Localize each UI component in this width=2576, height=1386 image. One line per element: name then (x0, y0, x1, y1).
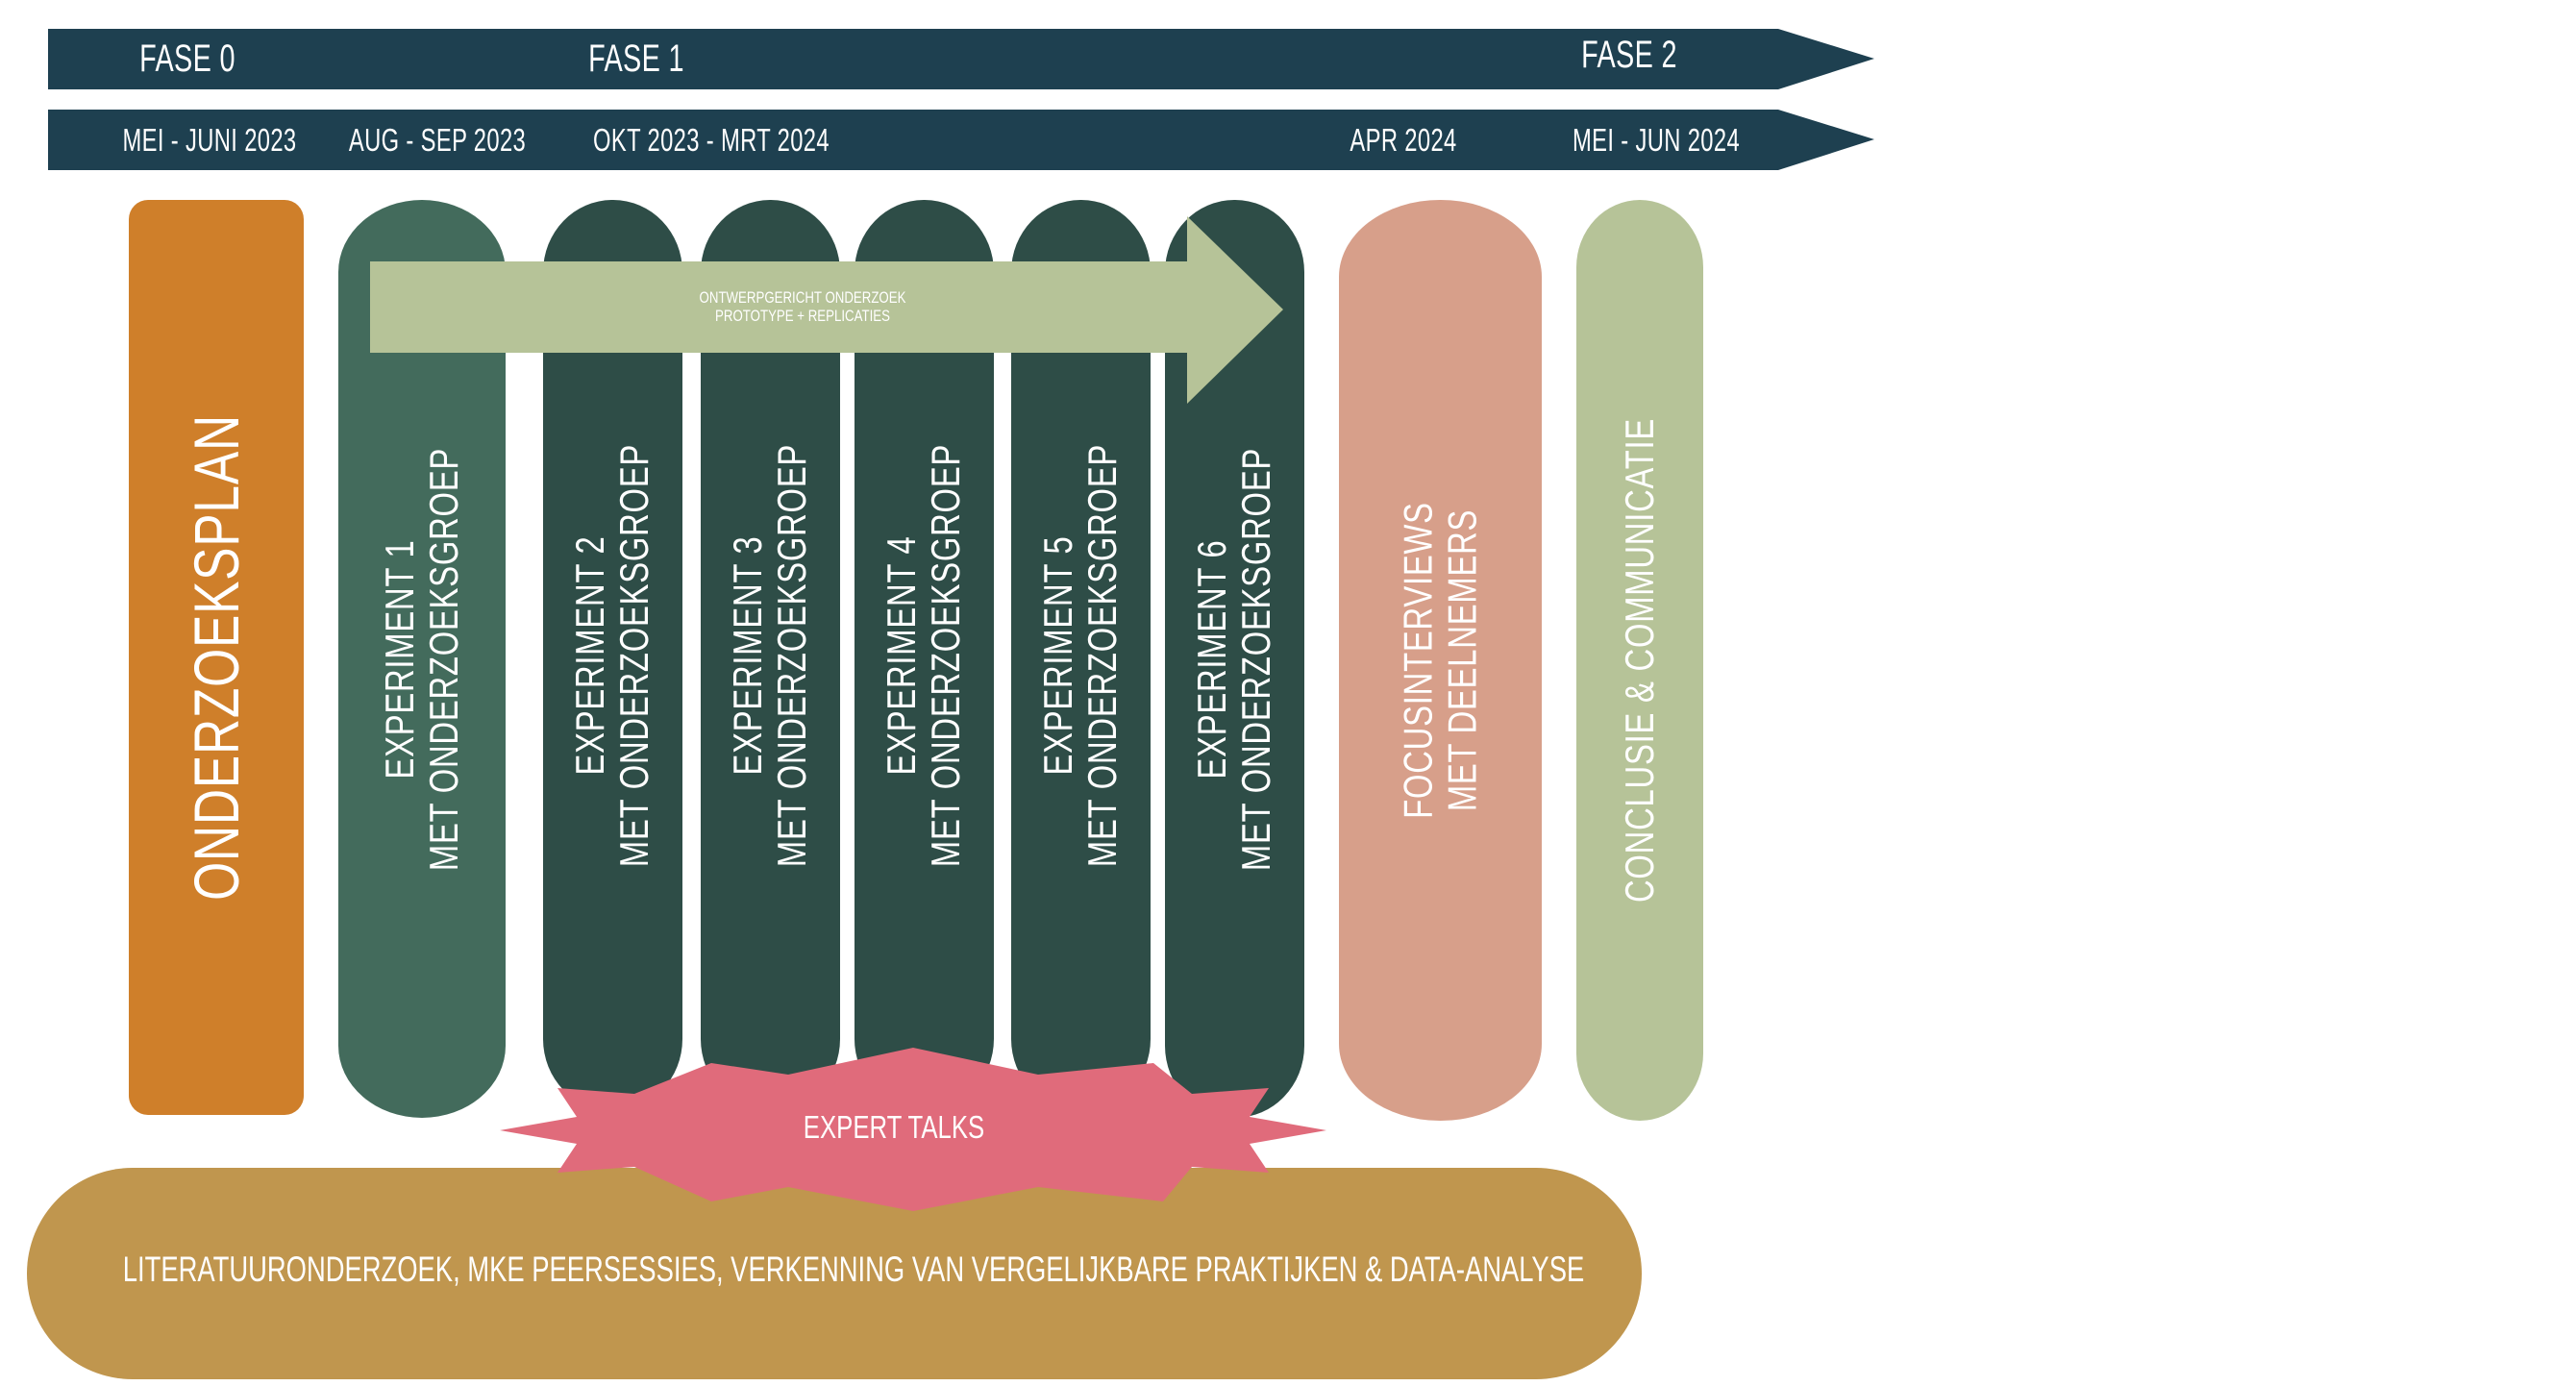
experiment-3-text: EXPERIMENT 3 MET ONDERZOEKSGROEP (725, 443, 815, 868)
design-research-arrow (370, 216, 1283, 404)
experiment-6-title: EXPERIMENT 6 (1189, 538, 1235, 780)
design-research-text: ONTWERPGERICHT ONDERZOEK PROTOTYPE + REP… (465, 288, 1140, 325)
experiment-4-subtitle: MET ONDERZOEKSGROEP (923, 443, 969, 868)
phase-label-2: FASE 2 (1581, 34, 1677, 76)
expert-talks-label: EXPERT TALKS (803, 1109, 985, 1145)
experiment-6-subtitle: MET ONDERZOEKSGROEP (1233, 447, 1279, 871)
experiment-2-subtitle: MET ONDERZOEKSGROEP (611, 443, 657, 868)
phase-band: FASE 0 FASE 1 FASE 2 (48, 29, 1874, 89)
plan-column: ONDERZOEKSPLAN (129, 200, 304, 1115)
experiment-2-title: EXPERIMENT 2 (567, 535, 613, 776)
conclusion-column: CONCLUSIE & COMMUNICATIE (1576, 200, 1703, 1121)
focus-interviews-text: FOCUSINTERVIEWS MET DEELNEMERS (1395, 502, 1485, 819)
experiment-1-subtitle: MET ONDERZOEKSGROEP (421, 447, 466, 871)
conclusion-label: CONCLUSIE & COMMUNICATIE (1617, 417, 1662, 903)
period-label-0: MEI - JUNI 2023 (122, 122, 297, 158)
focus-interviews-subtitle: MET DEELNEMERS (1439, 508, 1485, 812)
experiment-4-text: EXPERIMENT 4 MET ONDERZOEKSGROEP (879, 443, 969, 868)
expert-talks-burst (500, 1048, 1326, 1211)
period-label-1: AUG - SEP 2023 (348, 122, 527, 158)
plan-label: ONDERZOEKSPLAN (181, 414, 253, 901)
experiment-1-text: EXPERIMENT 1 MET ONDERZOEKSGROEP (377, 447, 466, 871)
period-band-arrow (48, 110, 1874, 170)
period-band: MEI - JUNI 2023 AUG - SEP 2023 OKT 2023 … (48, 110, 1874, 170)
experiment-3-subtitle: MET ONDERZOEKSGROEP (769, 443, 815, 868)
design-research-title: ONTWERPGERICHT ONDERZOEK (699, 288, 906, 307)
period-label-4: MEI - JUN 2024 (1572, 122, 1741, 158)
phase-label-1: FASE 1 (588, 37, 684, 80)
experiment-5-subtitle: MET ONDERZOEKSGROEP (1079, 443, 1126, 868)
literature-research-bar (27, 1168, 1642, 1379)
experiment-3-title: EXPERIMENT 3 (725, 535, 771, 776)
experiment-5-title: EXPERIMENT 5 (1035, 535, 1081, 776)
literature-research-label: LITERATUURONDERZOEK, MKE PEERSESSIES, VE… (122, 1250, 1585, 1289)
experiment-1-title: EXPERIMENT 1 (377, 538, 422, 780)
experiment-1-column: EXPERIMENT 1 MET ONDERZOEKSGROEP (338, 200, 506, 1118)
period-label-2: OKT 2023 - MRT 2024 (593, 122, 830, 158)
experiment-2-text: EXPERIMENT 2 MET ONDERZOEKSGROEP (567, 443, 657, 868)
phase-label-0: FASE 0 (139, 37, 235, 80)
experiment-5-text: EXPERIMENT 5 MET ONDERZOEKSGROEP (1035, 443, 1126, 868)
phase-band-arrow (48, 29, 1874, 89)
focus-interviews-column: FOCUSINTERVIEWS MET DEELNEMERS (1339, 200, 1542, 1121)
experiment-6-text: EXPERIMENT 6 MET ONDERZOEKSGROEP (1189, 447, 1279, 871)
period-label-3: APR 2024 (1350, 122, 1457, 158)
experiment-4-title: EXPERIMENT 4 (879, 535, 925, 776)
design-research-subtitle: PROTOTYPE + REPLICATIES (715, 307, 890, 325)
focus-interviews-title: FOCUSINTERVIEWS (1395, 502, 1441, 819)
